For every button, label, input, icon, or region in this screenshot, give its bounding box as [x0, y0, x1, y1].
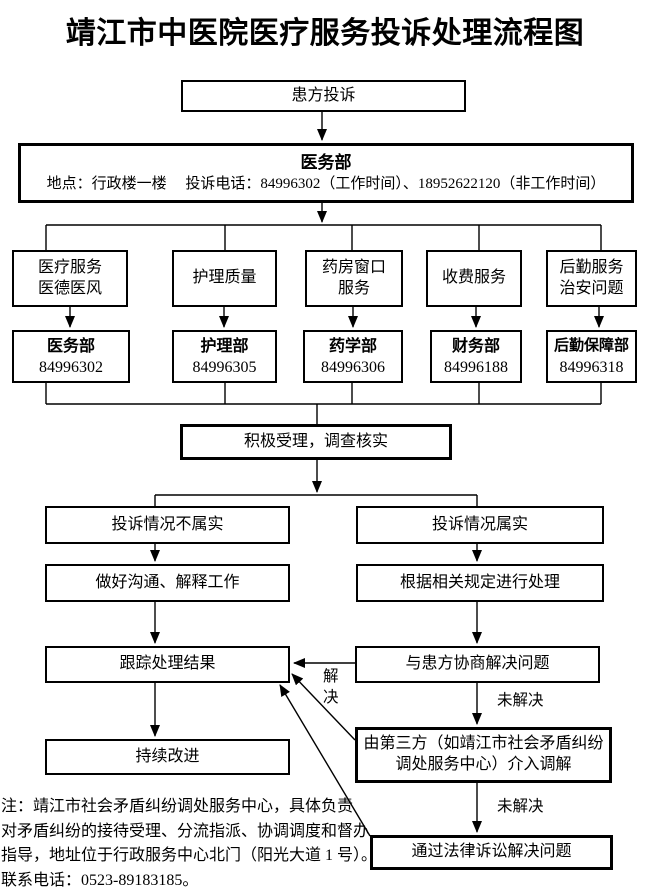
footnote: 注：靖江市社会矛盾纠纷调处服务中心，具体负责 对矛盾纠纷的接待受理、分流指派、协… — [1, 798, 378, 889]
dept-box-pharmacy: 药学部 84996306 — [303, 330, 403, 383]
handle-per-rules-box: 根据相关规定进行处理 — [356, 564, 604, 602]
dept-box-logistics-support: 后勤保障部 84996318 — [546, 330, 637, 383]
dept-name: 财务部 — [451, 337, 500, 355]
dept-box-finance: 财务部 84996188 — [430, 330, 522, 383]
medical-affairs-office-name: 医务部 — [300, 153, 352, 172]
dept-name: 医务部 — [46, 337, 95, 355]
dept-box-medical-affairs: 医务部 84996302 — [12, 330, 130, 383]
third-party-mediation-label: 由第三方（如靖江市社会矛盾纠纷 调处服务中心）介入调解 — [363, 735, 604, 773]
patient-complaint-label: 患方投诉 — [291, 86, 356, 104]
patient-complaint-box: 患方投诉 — [181, 80, 466, 112]
dept-phone: 84996302 — [39, 358, 103, 376]
category-label: 医疗服务 医德医风 — [37, 258, 102, 297]
category-label: 后勤服务 治安问题 — [559, 258, 624, 297]
third-party-mediation-box: 由第三方（如靖江市社会矛盾纠纷 调处服务中心）介入调解 — [355, 727, 612, 783]
category-box-nursing-quality: 护理质量 — [172, 250, 277, 307]
dept-phone: 84996306 — [321, 358, 385, 376]
resolved-label: 解决 — [323, 668, 339, 706]
negotiate-with-patient-box: 与患方协商解决问题 — [355, 646, 600, 683]
dept-phone: 84996305 — [192, 358, 257, 376]
accept-investigate-label: 积极受理，调查核实 — [243, 432, 388, 450]
category-label: 药房窗口 服务 — [321, 258, 386, 297]
category-label: 收费服务 — [441, 269, 506, 287]
medical-affairs-office-info: 地点：行政楼一楼 投诉电话：84996302（工作时间）、18952622120… — [46, 176, 606, 192]
complaint-true-box: 投诉情况属实 — [356, 506, 604, 544]
dept-name: 后勤保障部 — [553, 337, 629, 354]
communication-explanation-label: 做好沟通、解释工作 — [95, 573, 240, 591]
track-result-label: 跟踪处理结果 — [119, 655, 216, 673]
dept-phone: 84996188 — [444, 358, 508, 376]
category-box-pharmacy-window: 药房窗口 服务 — [305, 250, 403, 307]
lawsuit-label: 通过法律诉讼解决问题 — [411, 843, 572, 861]
unresolved-label-2: 未解决 — [497, 798, 544, 815]
track-result-box: 跟踪处理结果 — [45, 646, 290, 683]
medical-affairs-office-box: 医务部 地点：行政楼一楼 投诉电话：84996302（工作时间）、1895262… — [18, 143, 634, 203]
continuous-improvement-label: 持续改进 — [135, 747, 200, 765]
complaint-untrue-label: 投诉情况不属实 — [111, 515, 224, 533]
complaint-true-label: 投诉情况属实 — [431, 515, 528, 533]
category-box-medical-service: 医疗服务 医德医风 — [12, 250, 128, 307]
accept-investigate-box: 积极受理，调查核实 — [180, 424, 452, 460]
dept-name: 护理部 — [200, 337, 249, 355]
lawsuit-box: 通过法律诉讼解决问题 — [370, 835, 613, 870]
dept-phone: 84996318 — [559, 358, 624, 376]
category-label: 护理质量 — [192, 269, 257, 287]
communication-explanation-box: 做好沟通、解释工作 — [45, 564, 290, 602]
page-title: 靖江市中医院医疗服务投诉处理流程图 — [65, 17, 585, 50]
category-box-charging-service: 收费服务 — [426, 250, 522, 307]
negotiate-with-patient-label: 与患方协商解决问题 — [405, 655, 550, 673]
category-box-logistics-security: 后勤服务 治安问题 — [546, 250, 637, 307]
handle-per-rules-label: 根据相关规定进行处理 — [399, 573, 560, 591]
unresolved-label-1: 未解决 — [497, 692, 544, 709]
continuous-improvement-box: 持续改进 — [45, 739, 290, 775]
dept-name: 药学部 — [328, 337, 377, 355]
complaint-untrue-box: 投诉情况不属实 — [45, 506, 290, 544]
dept-box-nursing: 护理部 84996305 — [172, 330, 277, 383]
